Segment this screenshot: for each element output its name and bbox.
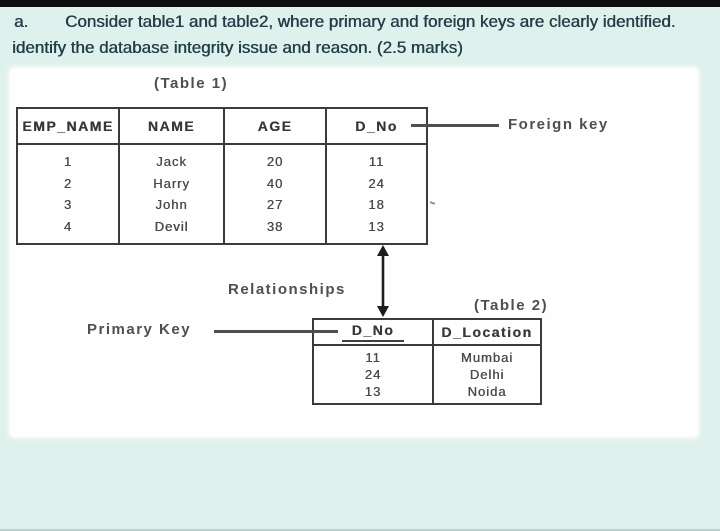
table2-column-body: 11 24 13 [314,346,432,403]
relationship-double-arrow-icon [377,245,389,317]
table2-header-cell: D_Location [434,320,540,346]
bottom-edge-line [0,529,720,531]
table1-header-cell: EMP_NAME [18,109,118,145]
table2: D_No 11 24 13 D_Location Mumbai Delhi No… [312,318,542,405]
foreign-key-connector-line [411,124,499,127]
question-line-2: identify the database integrity issue an… [12,38,463,57]
table-cell: 13 [368,219,385,235]
table-cell: Devil [154,219,189,235]
table1-column-age: AGE 20 40 27 38 [225,109,327,243]
table-cell: 27 [266,197,284,213]
table-cell: 24 [368,175,385,191]
question-line-1-text: Consider table1 and table2, where primar… [65,12,676,31]
table1-column-name: NAME Jack Harry John Devil [120,109,225,243]
primary-key-label: Primary Key [87,321,192,338]
table1-column-d-no: D_No 11 24 18 13 [327,109,426,243]
table-cell: 11 [368,153,385,169]
question-block: a. Consider table1 and table2, where prim… [0,9,712,61]
table1-column-body: 1 2 3 4 [18,145,118,243]
table-cell: 40 [266,175,284,191]
question-item-label: a. [14,12,29,31]
table1-column-body: 20 40 27 38 [225,145,325,243]
table-cell: John [155,197,188,213]
table2-caption: (Table 2) [474,297,549,314]
table1-header-cell: AGE [225,109,325,145]
diagram-panel: (Table 1) EMP_NAME 1 2 3 4 NAME Jack Har… [10,68,698,437]
table-cell: 38 [266,219,284,235]
table-cell: 1 [63,153,73,169]
table1-column-body: 11 24 18 13 [327,145,426,243]
table1-header-cell: NAME [120,109,223,145]
relationships-label: Relationships [228,281,346,298]
table-cell: 13 [364,384,382,399]
table2-column-body: Mumbai Delhi Noida [434,346,540,403]
table-cell: Harry [153,175,190,191]
question-line-1: a. Consider table1 and table2, where prim… [0,9,712,35]
scan-artifact-mark [429,201,436,205]
primary-key-underlined-header: D_No [341,322,405,342]
table1: EMP_NAME 1 2 3 4 NAME Jack Harry John De… [16,107,428,245]
table2-column-d-no: D_No 11 24 13 [314,320,434,403]
table-cell: 11 [365,350,381,365]
top-black-bar [0,0,720,7]
primary-key-connector-line [214,330,338,333]
table-cell: Mumbai [460,350,514,365]
table1-caption: (Table 1) [154,75,229,92]
table-cell: 20 [266,153,284,169]
table-cell: Noida [467,384,507,399]
table-cell: 4 [63,219,73,235]
table2-column-d-location: D_Location Mumbai Delhi Noida [434,320,540,403]
table-cell: 3 [63,197,73,213]
table1-header-cell: D_No [327,109,426,145]
table-cell: Jack [156,153,187,169]
table-cell: 24 [364,367,382,382]
table-cell: 2 [63,175,73,191]
foreign-key-label: Foreign key [508,116,609,133]
table1-column-emp-name: EMP_NAME 1 2 3 4 [18,109,120,243]
table2-header-cell: D_No [314,320,432,346]
table1-column-body: Jack Harry John Devil [120,145,223,243]
table-cell: Delhi [469,367,505,382]
table-cell: 18 [368,197,385,213]
